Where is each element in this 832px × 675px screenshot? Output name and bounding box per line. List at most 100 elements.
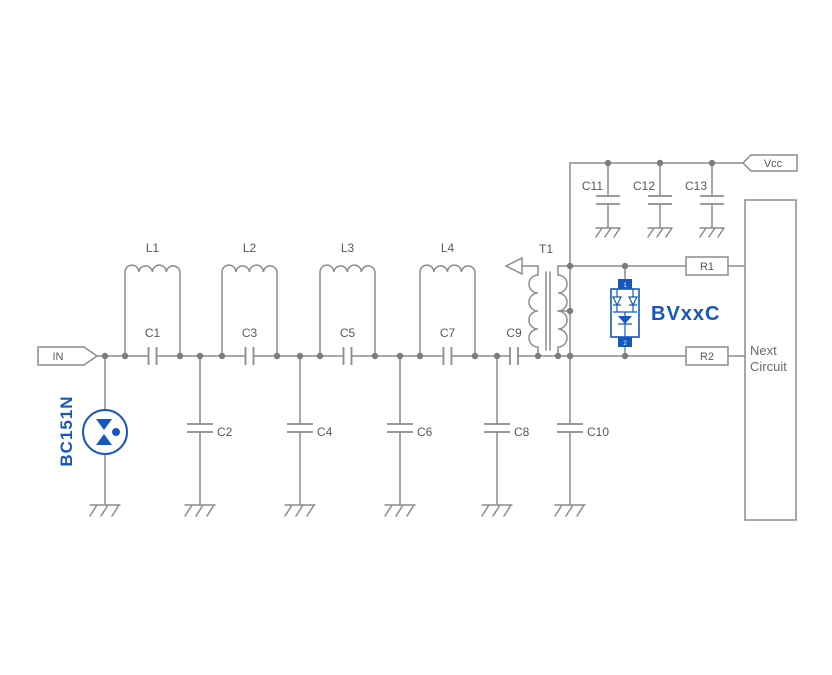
bvxxc-terminal-top [618,279,632,289]
l1-label: L1 [146,241,160,255]
capacitor-c10: C10 [554,423,609,517]
bvxxc-pin1-label: 1 [623,283,627,289]
ground-icon [554,504,586,517]
junction-dot [566,352,574,360]
junction-dot [416,352,424,360]
junction-dot [273,352,281,360]
c7-plates [442,347,453,365]
c2-plates [187,423,213,433]
capacitor-c1: C1 [145,326,161,365]
next-circuit-box [744,199,797,521]
c8-plates [484,423,510,433]
transformer-t1: T1 [504,242,571,357]
c7-label: C7 [440,326,456,340]
c8-label: C8 [514,425,530,439]
bc151n-electrode-bottom [96,434,112,445]
t1-core [545,271,551,351]
capacitor-c5: C5 [340,326,356,365]
c4-plates [287,423,313,433]
r2-body [685,346,729,366]
junction-dot [396,352,404,360]
bc151n-gas-dot [112,428,120,436]
c6-plates [387,423,413,433]
ground-icon [184,504,216,517]
ground-icon [481,504,513,517]
ground-icon [284,504,316,517]
resistor-r1: R1 [685,256,729,276]
tvs-diode-icon [618,316,632,324]
capacitor-c12: C12 [633,162,673,238]
bvxxc-terminal-bottom [618,337,632,347]
c11-label: C11 [582,179,603,193]
c9-plates [509,347,519,365]
junction-dot [218,352,226,360]
l3-label: L3 [341,241,355,255]
capacitor-c6: C6 [384,355,433,517]
c5-plates [342,347,353,365]
surge-arrester-bc151n: BC151N [57,355,128,517]
l4-label: L4 [441,241,455,255]
junction-dot [121,352,129,360]
ground-icon [699,227,725,238]
vcc-tag-label: Vcc [764,158,783,170]
junction-dots [101,159,716,360]
ground-icon [384,504,416,517]
junction-dot [534,352,542,360]
l3-coil [319,264,376,357]
input-tag-label: IN [53,351,64,363]
capacitor-c7: C7 [440,326,456,365]
inductor-l1: L1 [124,241,181,357]
junction-dot [621,352,629,360]
c1-plates [147,347,158,365]
junction-dot [371,352,379,360]
bc151n-label: BC151N [57,395,76,466]
c5-label: C5 [340,326,356,340]
c13-label: C13 [685,179,707,193]
gas-discharge-tube-icon [82,409,128,455]
t1-primary-coil [528,274,539,348]
l1-coil [124,264,181,357]
vcc-tag-shape [741,154,798,172]
c12-label: C12 [633,179,655,193]
capacitor-c2: C2 [184,355,233,517]
ground-icon [595,227,621,238]
capacitor-c11: C11 [582,162,621,238]
c4-label: C4 [317,425,333,439]
junction-dot [621,262,629,270]
c2-label: C2 [217,425,233,439]
c12-plates [648,195,672,205]
junction-dot [604,159,612,167]
r1-body [685,256,729,276]
capacitor-c13: C13 [685,162,725,238]
next-circuit-label-line1: Next [750,343,777,358]
bvxxc-internal-wiring [613,289,637,337]
next-circuit-block: Next Circuit [744,199,797,521]
c10-plates [557,423,583,433]
bvxxc-pin2-label: 2 [623,341,627,347]
vcc-rail: Vcc [569,154,798,425]
resistor-r2: R2 [685,346,729,366]
tvs-diode-icon [628,296,638,307]
c9-label: C9 [506,326,522,340]
inductor-l2: L2 [221,241,278,357]
c10-label: C10 [587,425,609,439]
inductor-l4: L4 [419,241,476,357]
junction-dot [196,352,204,360]
c6-label: C6 [417,425,433,439]
c3-label: C3 [242,326,258,340]
input-tag-shape [37,346,99,366]
c1-label: C1 [145,326,161,340]
junction-dot [316,352,324,360]
next-circuit-label-line2: Circuit [750,359,787,374]
bc151n-electrode-top [96,419,112,430]
junction-dot [708,159,716,167]
capacitor-c8: C8 [481,355,530,517]
inductor-l3: L3 [319,241,376,357]
c11-plates [596,195,620,205]
ground-icon [89,504,121,517]
junction-dot [493,352,501,360]
bvxxc-label: BVxxC [651,303,720,325]
t1-primary-top-wire [521,265,539,276]
